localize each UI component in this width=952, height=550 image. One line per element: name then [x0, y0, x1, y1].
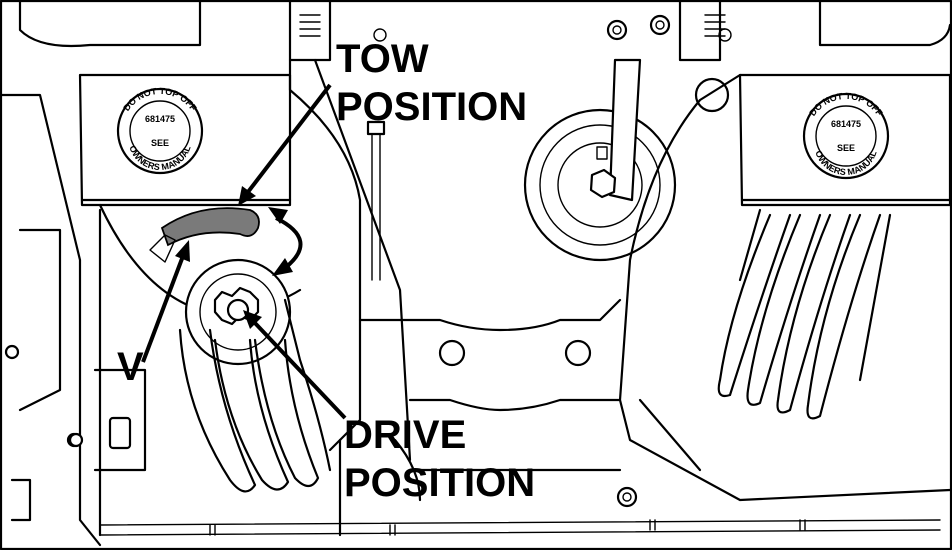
- left-cap-see: SEE: [151, 138, 169, 148]
- left-pulley: [184, 258, 292, 366]
- drive-position-label-line2: POSITION: [344, 461, 535, 505]
- right-transmission-housing: [618, 73, 952, 502]
- right-cap-see: SEE: [837, 143, 855, 153]
- callout-arrows: [141, 83, 347, 420]
- valve-label: V: [117, 345, 144, 389]
- left-reservoir: [78, 73, 292, 207]
- tow-position-label-line1: TOW: [336, 37, 429, 81]
- bottom-hardware: [68, 120, 941, 536]
- center-bridge: [358, 298, 622, 472]
- right-cap-part-number: 681475: [831, 119, 861, 129]
- tow-lever: [160, 207, 260, 247]
- left-side-frame: [0, 93, 147, 547]
- right-reservoir: [694, 73, 952, 207]
- top-frame: [18, 0, 952, 62]
- left-cooling-fins: [178, 298, 332, 493]
- tow-position-label-line2: POSITION: [336, 85, 527, 129]
- valve-body: [149, 234, 176, 263]
- right-pulley: [523, 58, 677, 262]
- left-cap-part-number: 681475: [145, 114, 175, 124]
- drive-position-label-line1: DRIVE: [344, 413, 466, 457]
